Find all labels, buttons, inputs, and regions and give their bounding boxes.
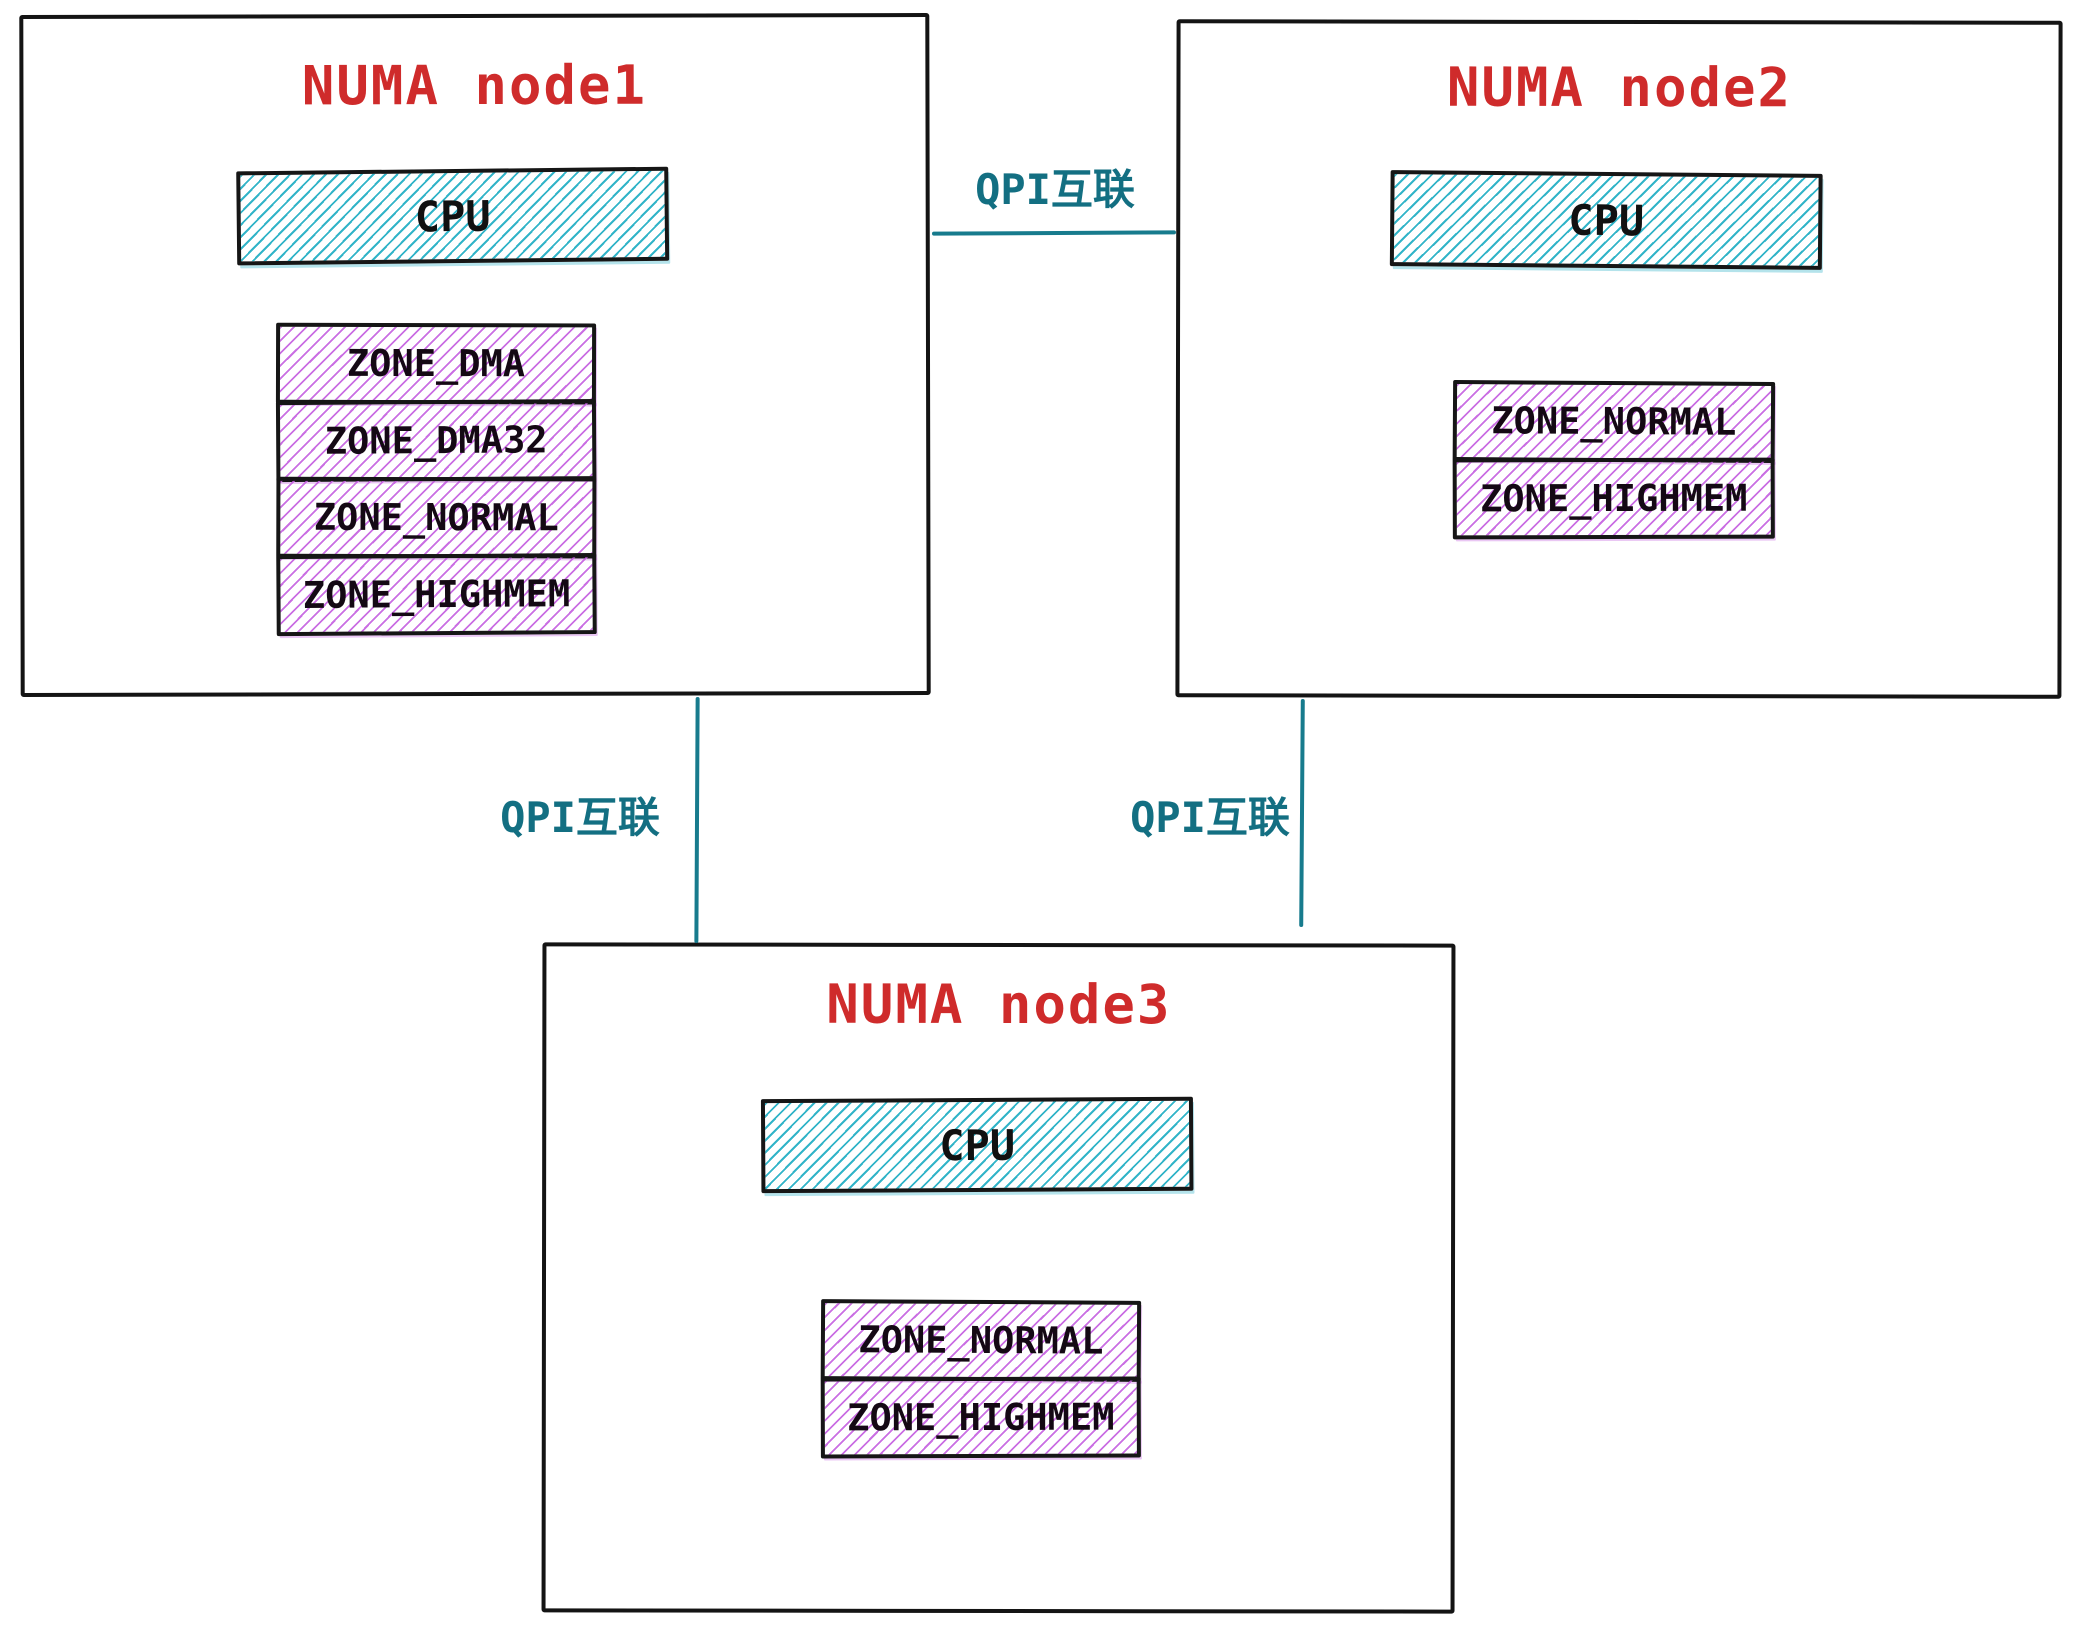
zone-box-highmem: ZONE_HIGHMEM bbox=[1452, 457, 1775, 540]
zone-box-dma: ZONE_DMA bbox=[275, 322, 597, 405]
numa-node1-title: NUMA node1 bbox=[301, 53, 648, 118]
numa-node1-cpu-label: CPU bbox=[414, 191, 491, 241]
zone-box-highmem: ZONE_HIGHMEM bbox=[820, 1376, 1141, 1459]
zone-box-dma32: ZONE_DMA32 bbox=[275, 399, 597, 483]
qpi-link-node1-node3-label: QPI互联 bbox=[500, 793, 660, 842]
numa-node2-box: NUMA node2 CPU ZONE_NORMAL ZONE_HIGHMEM bbox=[1175, 19, 2063, 699]
zone-box-normal: ZONE_NORMAL bbox=[820, 1299, 1142, 1382]
zone-box-normal: ZONE_NORMAL bbox=[1452, 380, 1776, 463]
numa-node3-cpu-label: CPU bbox=[939, 1120, 1016, 1170]
numa-node2-zone-stack: ZONE_NORMAL ZONE_HIGHMEM bbox=[1452, 380, 1776, 540]
qpi-link-node2-node3-label: QPI互联 bbox=[1130, 793, 1290, 842]
numa-node3-title: NUMA node3 bbox=[826, 972, 1172, 1037]
zone-box-normal: ZONE_NORMAL bbox=[276, 476, 597, 559]
numa-node1-box: NUMA node1 CPU ZONE_DMA ZONE_DMA32 ZONE_… bbox=[19, 13, 931, 697]
qpi-link-node1-node2-label: QPI互联 bbox=[975, 165, 1135, 214]
numa-node3-cpu-box: CPU bbox=[760, 1096, 1194, 1194]
numa-node3-box: NUMA node3 CPU ZONE_NORMAL ZONE_HIGHMEM bbox=[541, 942, 1456, 1614]
numa-node1-zone-stack: ZONE_DMA ZONE_DMA32 ZONE_NORMAL ZONE_HIG… bbox=[275, 322, 597, 637]
qpi-link-node1-node2-line bbox=[931, 230, 1177, 236]
numa-node2-cpu-label: CPU bbox=[1568, 195, 1645, 245]
numa-node1-cpu-box: CPU bbox=[236, 166, 670, 266]
numa-node2-title: NUMA node2 bbox=[1446, 55, 1793, 120]
numa-node3-zone-stack: ZONE_NORMAL ZONE_HIGHMEM bbox=[820, 1299, 1142, 1459]
numa-node2-cpu-box: CPU bbox=[1389, 170, 1823, 270]
zone-box-highmem: ZONE_HIGHMEM bbox=[276, 553, 597, 637]
